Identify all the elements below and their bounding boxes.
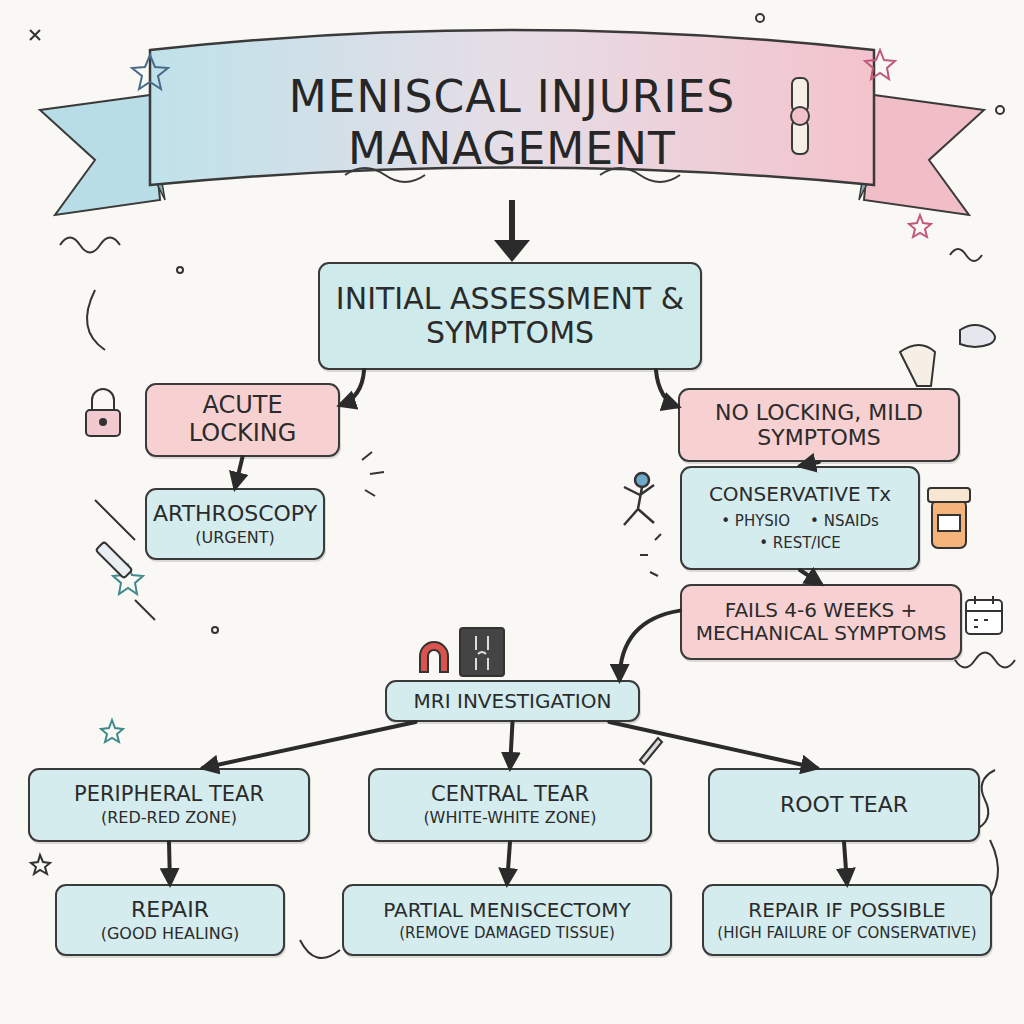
star-doodle — [31, 50, 931, 874]
box-subtext: (WHITE-WHITE ZONE) — [423, 808, 596, 827]
diagram-title: MENISCAL INJURIES MANAGEMENT — [170, 58, 854, 188]
flow-arrow — [800, 570, 821, 584]
box-heading: CENTRAL TEAR — [431, 782, 589, 806]
curved-doodle-arrow — [300, 940, 340, 958]
bullet-list: • PHYSIO • NSAIDs • REST/ICE — [690, 510, 910, 554]
squiggle-doodle — [30, 14, 1015, 830]
banner-tail — [864, 95, 984, 215]
box-subtext: (URGENT) — [195, 528, 275, 547]
box-subtext: (REMOVE DAMAGED TISSUE) — [399, 924, 615, 942]
box-heading: ARTHROSCOPY — [153, 501, 317, 526]
banner-tail — [40, 95, 160, 215]
box-subtext: • REST/ICE — [759, 534, 841, 552]
box-heading: REPAIR IF POSSIBLE — [748, 899, 946, 922]
exercise-figure-icon — [624, 473, 654, 525]
box-heading: NO LOCKING, MILD SYMPTOMS — [688, 400, 950, 451]
box-heading: MRI INVESTIGATION — [414, 690, 612, 713]
knee-icon — [791, 78, 809, 154]
process-box: ROOT TEAR — [708, 768, 980, 842]
flow-arrow — [235, 457, 243, 488]
box-heading: INITIAL ASSESSMENT & SYMPTOMS — [328, 282, 692, 351]
flow-arrow — [800, 462, 819, 466]
process-box: PARTIAL MENISCECTOMY (REMOVE DAMAGED TISS… — [342, 884, 672, 956]
box-heading: FAILS 4-6 WEEKS + MECHANICAL SYMPTOMS — [690, 599, 952, 645]
pill-bottle-icon — [928, 488, 970, 548]
process-box: REPAIR IF POSSIBLE (HIGH FAILURE OF CONSE… — [702, 884, 992, 956]
scalpel-icon — [640, 738, 662, 764]
flow-arrow — [169, 842, 170, 884]
process-box: ARTHROSCOPY (URGENT) — [145, 488, 325, 560]
box-subtext: (RED-RED ZONE) — [101, 808, 237, 827]
flow-arrow — [609, 722, 816, 768]
box-heading: REPAIR — [131, 897, 209, 922]
box-subtext: (HIGH FAILURE OF CONSERVATIVE) — [717, 924, 976, 942]
flow-arrow — [203, 722, 416, 768]
process-box: PERIPHERAL TEAR (RED-RED ZONE) — [28, 768, 310, 842]
title-arrow-head — [494, 240, 530, 262]
flow-arrow — [620, 611, 680, 680]
process-box: CONSERVATIVE Tx • PHYSIO • NSAIDs • REST/IC… — [680, 466, 920, 570]
process-box: REPAIR (GOOD HEALING) — [55, 884, 285, 956]
process-box: ACUTE LOCKING — [145, 383, 340, 457]
process-box: INITIAL ASSESSMENT & SYMPTOMS — [318, 262, 702, 370]
flow-arrow — [656, 370, 678, 407]
calendar-icon — [966, 596, 1002, 634]
process-box: CENTRAL TEAR (WHITE-WHITE ZONE) — [368, 768, 652, 842]
flow-arrow — [510, 722, 513, 768]
box-heading: PERIPHERAL TEAR — [74, 782, 264, 806]
flow-arrow — [507, 842, 510, 884]
knee-icon — [900, 325, 995, 386]
box-heading: PARTIAL MENISCECTOMY — [383, 899, 631, 922]
box-subtext: (GOOD HEALING) — [101, 924, 240, 943]
lock-icon — [86, 389, 120, 436]
flow-arrow — [340, 370, 364, 405]
box-subtext: • NSAIDs — [810, 512, 879, 530]
box-heading: CONSERVATIVE Tx — [709, 483, 891, 506]
process-box: FAILS 4-6 WEEKS + MECHANICAL SYMPTOMS — [680, 584, 962, 660]
flow-arrow — [844, 842, 847, 884]
process-box: MRI INVESTIGATION — [385, 680, 640, 722]
process-box: NO LOCKING, MILD SYMPTOMS — [678, 388, 960, 462]
mri-icon — [420, 628, 504, 676]
box-heading: ACUTE LOCKING — [155, 392, 330, 447]
box-subtext: • PHYSIO — [721, 512, 790, 530]
box-heading: ROOT TEAR — [780, 792, 908, 817]
